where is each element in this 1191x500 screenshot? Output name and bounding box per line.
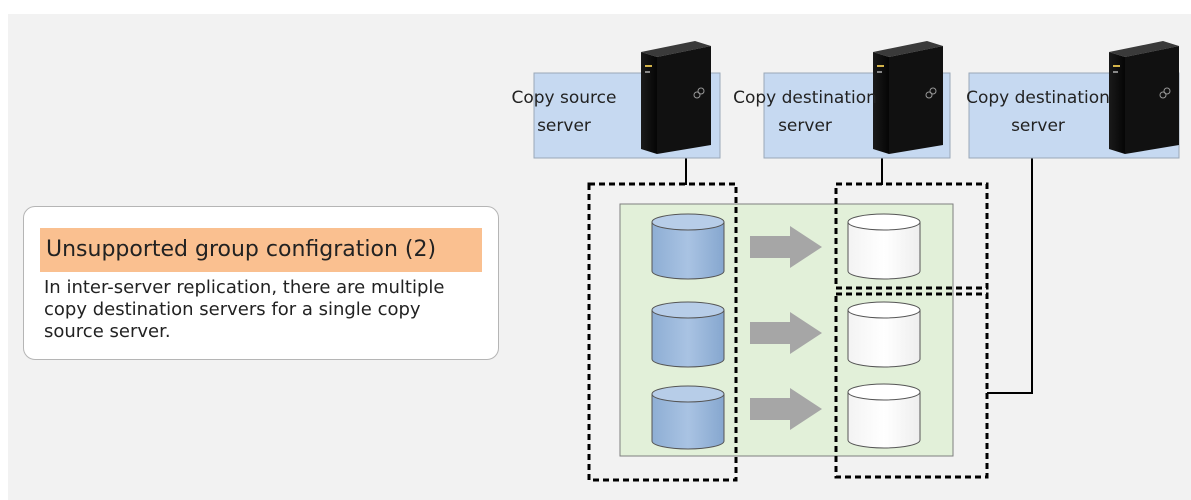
info-title: Unsupported group configration (2) bbox=[40, 228, 482, 272]
server-label-line1: Copy source bbox=[512, 88, 617, 108]
info-description: In inter-server replication, there are m… bbox=[44, 277, 445, 342]
copy-arrow-1 bbox=[750, 226, 822, 268]
server-tower-icon bbox=[641, 41, 711, 154]
destination-2-link-line bbox=[987, 158, 1033, 394]
copy-destination-server-2: Copy destination server bbox=[966, 41, 1180, 159]
server-tower-icon bbox=[1109, 41, 1179, 154]
destination-volume-1 bbox=[847, 213, 921, 280]
source-group-outline bbox=[587, 182, 738, 482]
copy-arrow-2 bbox=[750, 312, 822, 354]
server-label-line1: Copy destination bbox=[966, 88, 1110, 108]
destination-group-outline-2 bbox=[834, 292, 989, 479]
server-label-line2: server bbox=[778, 116, 832, 136]
copy-source-server: Copy source server bbox=[512, 41, 721, 159]
destination-volume-3 bbox=[847, 383, 921, 449]
destination-volume-2 bbox=[847, 301, 921, 368]
server-label-line2: server bbox=[1011, 116, 1065, 136]
source-volume-1 bbox=[651, 213, 725, 280]
copy-arrow-3 bbox=[750, 388, 822, 430]
source-volume-3 bbox=[651, 385, 725, 450]
copy-destination-server-1: Copy destination server bbox=[733, 41, 951, 159]
server-label-line1: Copy destination bbox=[733, 88, 877, 108]
info-callout: Unsupported group configration (2) In in… bbox=[23, 206, 499, 360]
server-tower-icon bbox=[873, 41, 943, 154]
server-label-line2: server bbox=[537, 116, 591, 136]
destination-group-outline-1 bbox=[834, 182, 989, 290]
source-volume-2 bbox=[651, 301, 725, 368]
